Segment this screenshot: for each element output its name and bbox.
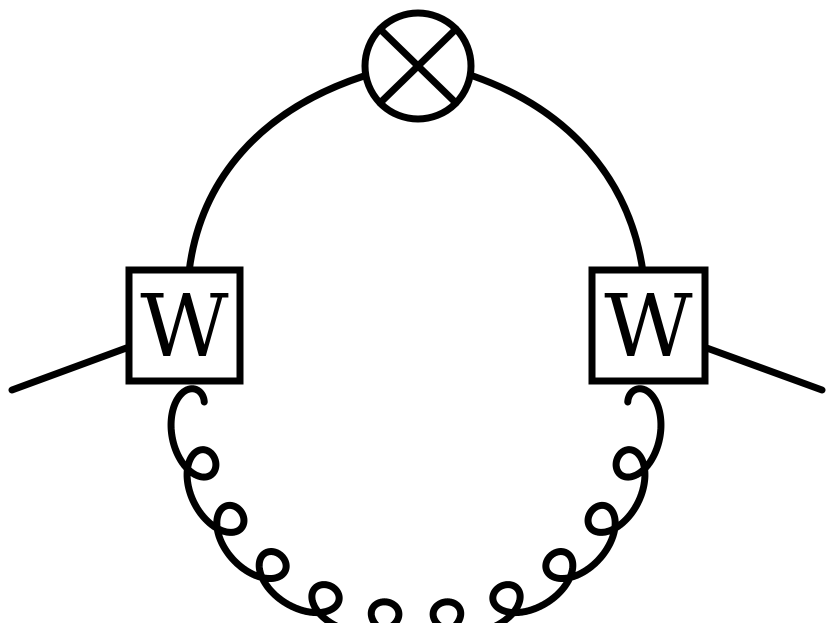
external-line-left	[8, 343, 133, 394]
upper-propagator-left	[185, 72, 368, 276]
gluon-propagator	[167, 385, 665, 623]
external-line-right	[700, 343, 826, 394]
right-w-vertex: W	[588, 266, 709, 385]
upper-propagator-right	[469, 72, 647, 276]
right-vertex-label: W	[604, 277, 693, 377]
circle-cross-icon	[361, 9, 475, 123]
left-w-vertex: W	[125, 266, 244, 385]
left-vertex-label: W	[140, 277, 229, 377]
